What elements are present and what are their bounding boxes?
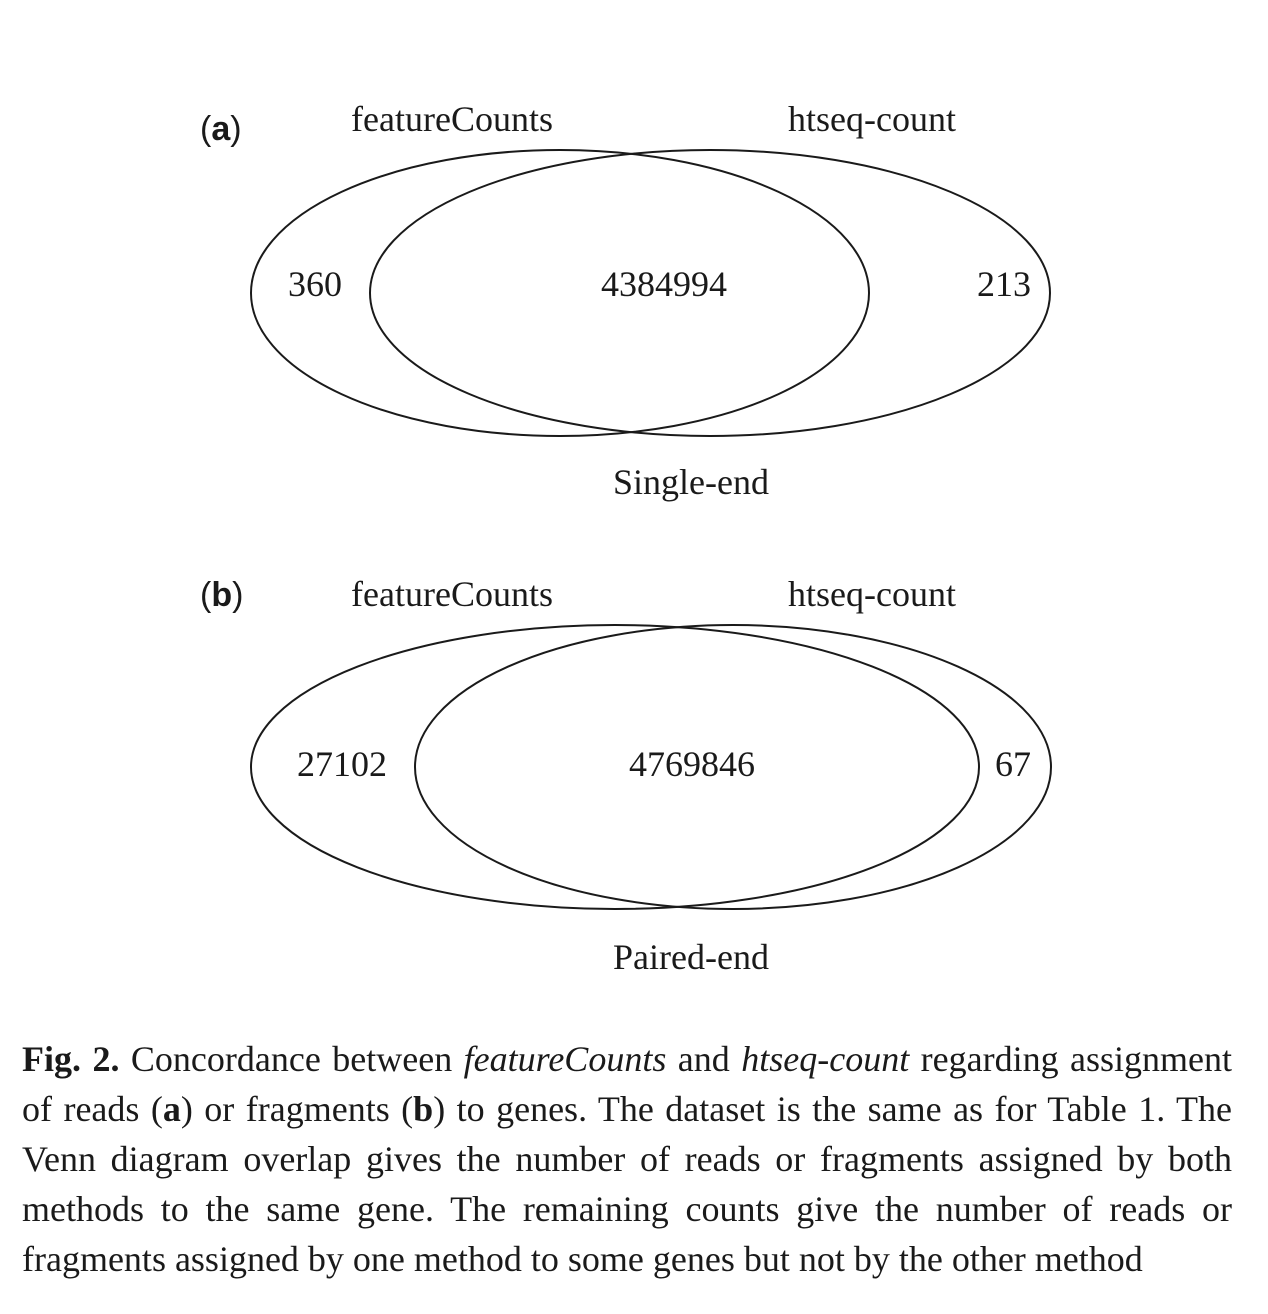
caption-ref-a: a [162,1089,181,1129]
caption-text-3: regarding assignment of reads ( [22,1039,1233,1129]
panel-b: (b) featureCounts htseq-count 27102 4769… [200,574,1052,977]
panel-a: (a) featureCounts htseq-count 360 438499… [200,99,1051,502]
panel-b-overlap-count: 4769846 [629,744,755,784]
panel-b-letter: (b) [200,576,243,614]
panel-a-letter: (a) [200,110,242,148]
panel-a-caption: Single-end [613,462,769,502]
caption-method-htseq-count: htseq-count [741,1039,910,1079]
panel-a-featurecounts-ellipse [250,149,870,437]
caption-text-5: ) to genes. The dataset is the same as f… [22,1089,1232,1279]
panel-a-overlap-count: 4384994 [601,264,727,304]
panel-a-left-set-label: featureCounts [351,99,553,139]
caption-text-2: and [677,1039,730,1079]
venn-diagrams: (a) featureCounts htseq-count 360 438499… [200,99,1052,977]
panel-b-featurecounts-ellipse [250,624,980,910]
panel-b-right-only-count: 67 [995,744,1031,784]
caption-text-1: Concordance between [130,1039,453,1079]
panel-b-left-set-label: featureCounts [351,574,553,614]
panel-a-left-only-count: 360 [288,264,342,304]
panel-b-caption: Paired-end [613,937,769,977]
figure-number: Fig. 2. [22,1039,120,1079]
panel-b-right-set-label: htseq-count [788,574,956,614]
panel-a-right-only-count: 213 [977,264,1031,304]
figure-2: (a) featureCounts htseq-count 360 438499… [200,99,1052,977]
panel-a-htseq-count-ellipse [369,149,1051,437]
caption-text-4: ) or fragments ( [180,1089,414,1129]
caption-ref-b: b [413,1089,434,1129]
figure-caption: Fig. 2. Concordance between featureCount… [22,1034,1232,1284]
caption-method-featurecounts: featureCounts [463,1039,667,1079]
panel-b-left-only-count: 27102 [297,744,387,784]
panel-a-right-set-label: htseq-count [788,99,956,139]
panel-b-htseq-count-ellipse [414,624,1052,910]
